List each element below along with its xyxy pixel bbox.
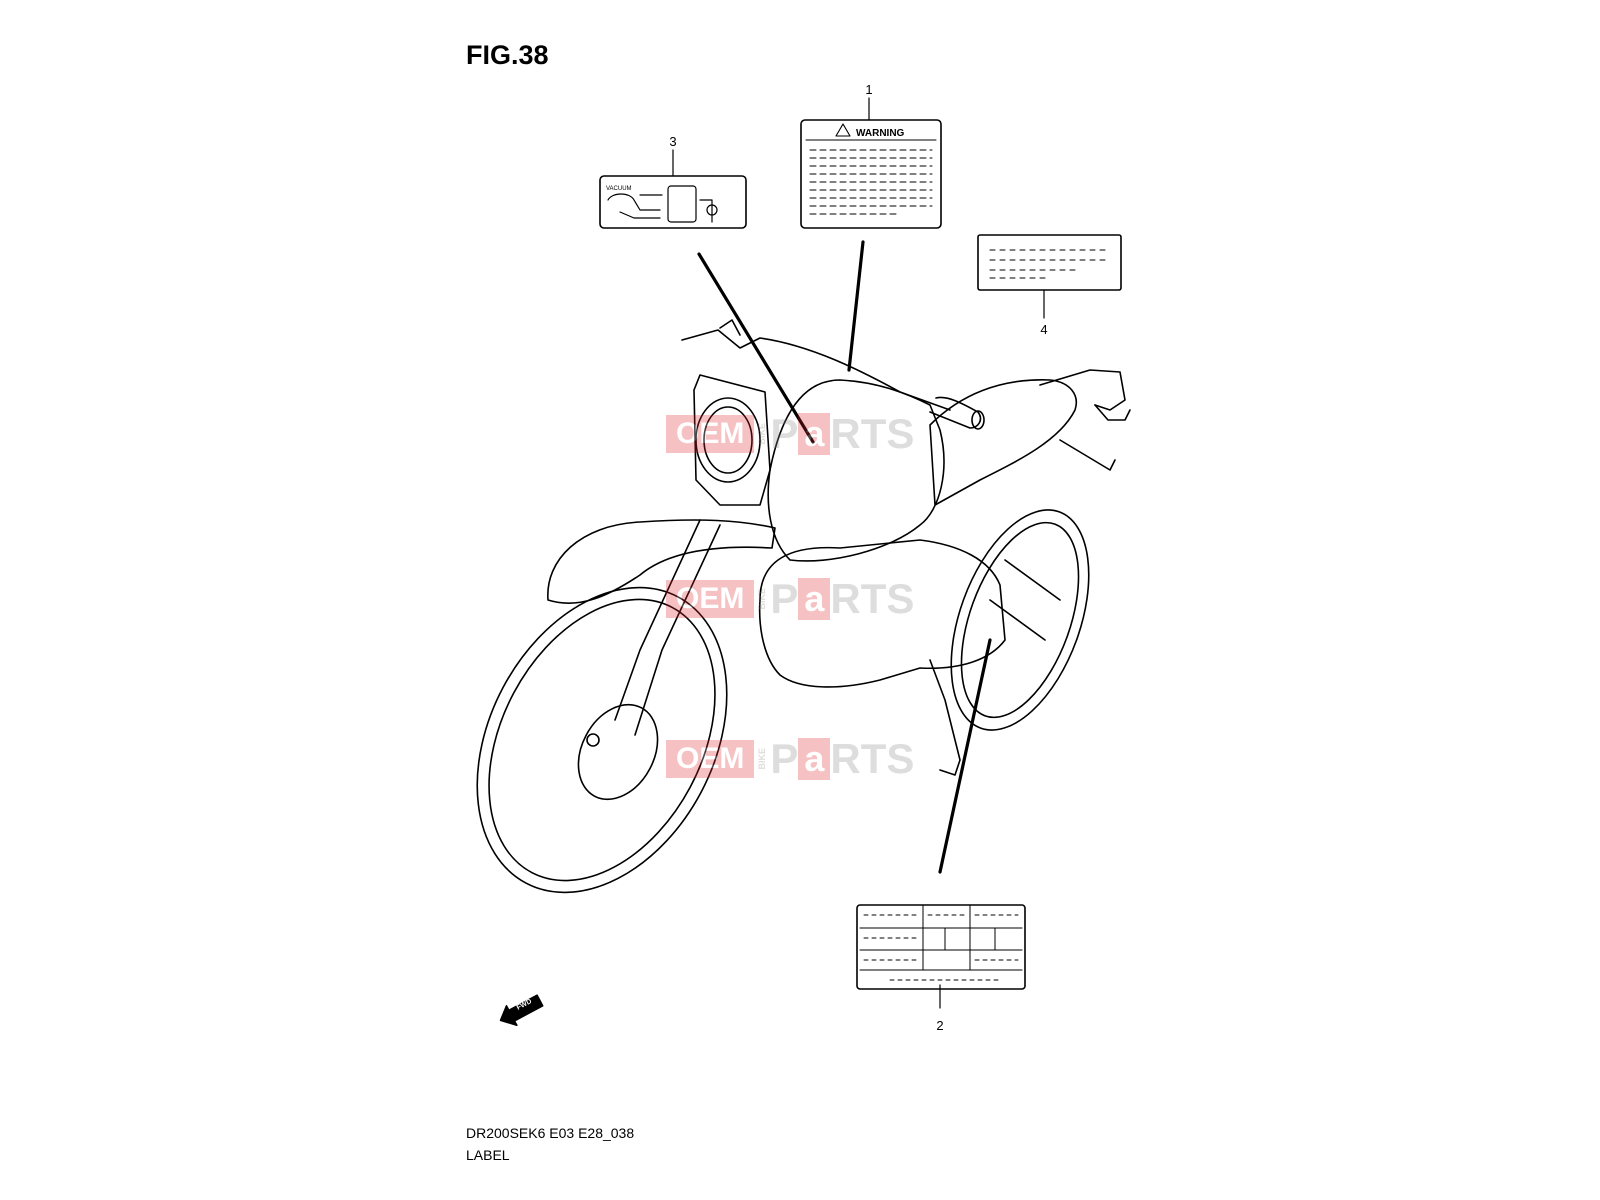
callout-2: 2: [936, 1018, 943, 1033]
callout-1: 1: [865, 82, 872, 97]
figure-title: FIG.38: [466, 40, 549, 70]
handlebar: [681, 319, 985, 430]
leader-lines: [697, 240, 992, 874]
label-info: [977, 234, 1122, 291]
fuel-tank: [767, 379, 945, 562]
rear-wheel: [950, 509, 1090, 731]
front-wheel: [476, 586, 728, 894]
front-fender: [547, 519, 776, 604]
figure-code: DR200SEK6 E03 E28_038: [466, 1125, 635, 1141]
seat: [929, 379, 1077, 506]
fwd-arrow-icon: [499, 994, 544, 1027]
label-vacuum-hose: [599, 175, 747, 229]
callout-3: 3: [669, 134, 676, 149]
vacuum-label-text: VACUUM: [606, 186, 632, 192]
engine-frame: [758, 539, 1006, 688]
headlight-plate: [693, 374, 771, 506]
label-warning: [800, 119, 942, 229]
warning-label-text: WARNING: [856, 128, 905, 139]
side-stand: [929, 659, 961, 776]
label-spec-table: [856, 904, 1026, 990]
figure-name: LABEL: [466, 1147, 510, 1163]
rear-fender: [1039, 369, 1131, 471]
callout-4: 4: [1040, 322, 1047, 337]
front-fork: [614, 519, 721, 736]
